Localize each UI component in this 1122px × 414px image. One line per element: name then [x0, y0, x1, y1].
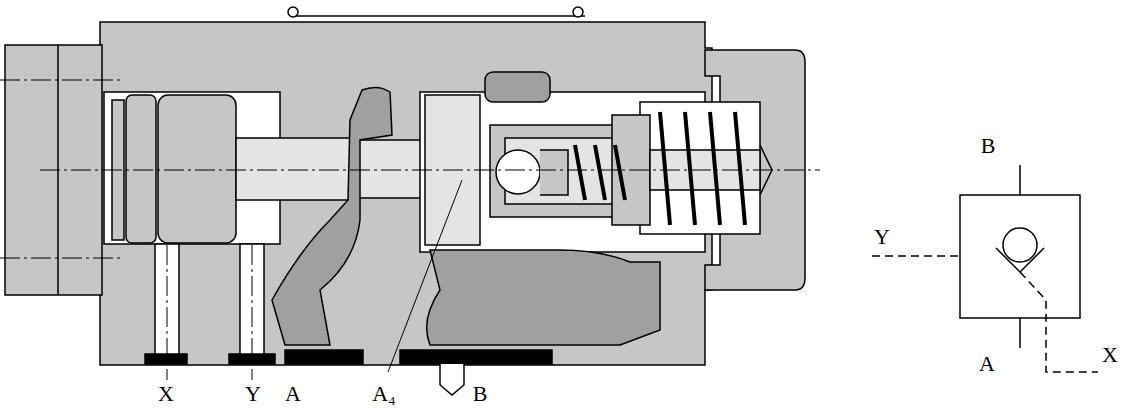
port-label: X [1102, 343, 1118, 367]
port-label: B [981, 134, 996, 158]
port-label: Y [245, 382, 261, 406]
port-label: X [158, 382, 174, 406]
port-label: Y [874, 225, 890, 249]
port-label: B [473, 382, 488, 406]
port-label: A [979, 352, 995, 376]
port-label: A [285, 382, 301, 406]
port-label: A₄ [372, 382, 396, 406]
